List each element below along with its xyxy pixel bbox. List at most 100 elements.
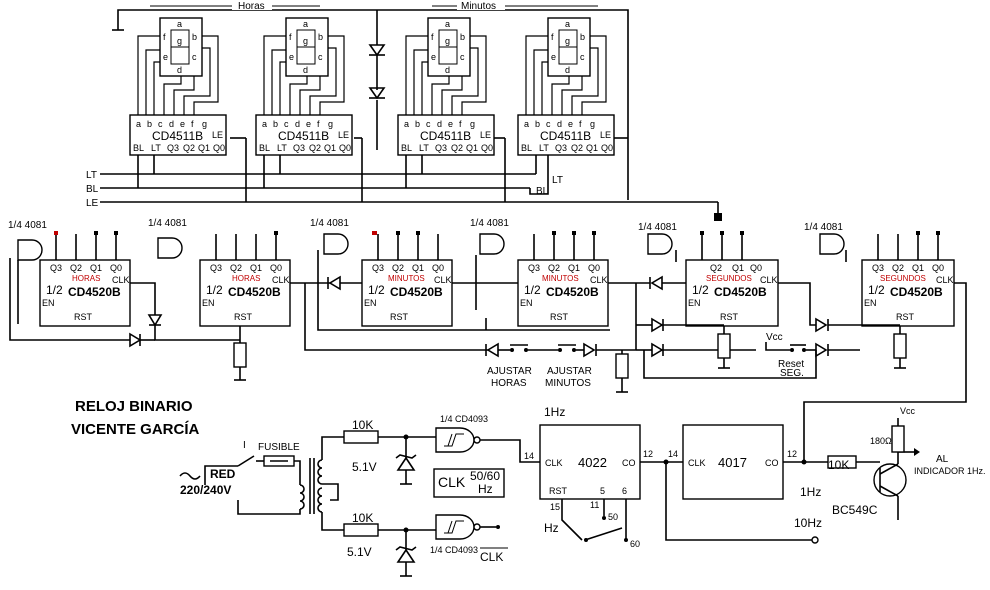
svg-text:d: d (557, 119, 562, 129)
svg-text:c: c (284, 119, 289, 129)
svg-text:EN: EN (864, 298, 877, 308)
cd4511-decoder: a b c d e f g CD4511B LE BL LT Q3 Q2 Q1 … (255, 114, 353, 156)
svg-text:1/2: 1/2 (868, 283, 885, 297)
svg-text:d: d (295, 119, 300, 129)
svg-text:e: e (568, 119, 573, 129)
svg-text:d: d (437, 119, 442, 129)
svg-text:12: 12 (787, 449, 797, 459)
svg-text:b: b (147, 119, 152, 129)
svg-text:Q0: Q0 (213, 143, 225, 153)
svg-text:a: a (445, 19, 450, 29)
svg-text:CLK: CLK (936, 275, 954, 285)
adjust-hours-button[interactable]: AJUSTAR HORAS (487, 366, 532, 389)
mains-voltage-label: 220/240V (180, 483, 231, 497)
counter-unit-1: 1/4 4081 Q3 Q2 Q1 Q0 HORAS CLK 1/2 CD452… (8, 220, 131, 327)
svg-text:b: b (318, 32, 323, 42)
and-gate-label: 1/4 4081 (310, 218, 349, 229)
svg-text:d: d (445, 65, 450, 75)
display-wiring (405, 35, 487, 118)
output-stage: 10K Vcc 180Ω AL INDICADOR 1Hz. 1Hz 10Hz … (794, 406, 986, 530)
svg-text:SEG.: SEG. (780, 368, 804, 379)
svg-text:f: f (459, 119, 462, 129)
svg-text:HORAS: HORAS (491, 378, 527, 389)
svg-text:1/2: 1/2 (46, 283, 63, 297)
svg-text:15: 15 (550, 502, 560, 512)
svg-text:Q3: Q3 (293, 143, 305, 153)
svg-text:CLK: CLK (590, 275, 608, 285)
svg-text:Q3: Q3 (210, 263, 222, 273)
svg-text:EN: EN (520, 298, 533, 308)
bus-diode-2 (368, 87, 386, 100)
bus-bl-label: BL (86, 184, 99, 195)
svg-text:RST: RST (74, 312, 93, 322)
resistor-1-label: 10K (352, 418, 373, 432)
display-unit-3: a b c d e f g a b c d e f g CD4511B (397, 17, 495, 156)
svg-text:b: b (460, 32, 465, 42)
svg-text:LE: LE (600, 130, 611, 140)
svg-text:AJUSTAR: AJUSTAR (547, 366, 592, 377)
svg-text:LT: LT (539, 143, 549, 153)
svg-text:CD4511B: CD4511B (540, 129, 591, 143)
svg-text:Q3: Q3 (50, 263, 62, 273)
svg-text:g: g (303, 36, 308, 46)
top-bus (112, 9, 629, 200)
title-line-2: VICENTE GARCÍA (71, 421, 200, 438)
and-gate-label: 1/4 4081 (638, 222, 677, 233)
svg-text:CLK: CLK (272, 275, 290, 285)
seven-segment-display: a b c d e f g (427, 17, 471, 77)
svg-text:4017: 4017 (718, 455, 747, 470)
svg-text:CD4511B: CD4511B (420, 129, 471, 143)
svg-text:12: 12 (643, 449, 653, 459)
display-wiring (263, 35, 345, 118)
display-unit-2: a b c d e f g a b c d e f g CD4511B (255, 17, 353, 156)
svg-text:CD4520B: CD4520B (890, 285, 943, 299)
mains-label: RED (210, 467, 236, 481)
svg-text:CLK: CLK (760, 275, 778, 285)
svg-text:CD4511B: CD4511B (152, 129, 203, 143)
bus-lt-label-2: LT (552, 175, 563, 186)
svg-text:Q2: Q2 (892, 263, 904, 273)
schmitt-nand-1: 1/4 CD4093 (435, 414, 540, 463)
svg-text:Q2: Q2 (230, 263, 242, 273)
svg-text:g: g (470, 119, 475, 129)
display-wiring (525, 35, 607, 118)
reset-seconds-button[interactable]: Reset SEG. (778, 359, 804, 379)
hours-group-label: Horas (238, 1, 265, 12)
svg-text:Q3: Q3 (372, 263, 384, 273)
svg-text:a: a (565, 19, 570, 29)
svg-text:CLK: CLK (438, 474, 466, 490)
display-wiring (137, 35, 219, 118)
svg-text:f: f (551, 32, 554, 42)
fuse-label: FUSIBLE (258, 442, 300, 453)
display-unit-1: a b c d e f g a b c d e f g CD4511B (129, 17, 227, 156)
svg-text:e: e (289, 52, 294, 62)
one-hz-label: 1Hz (544, 405, 565, 419)
clk-bar-label: CLK (480, 550, 503, 564)
cd4511-decoder: a b c d e f g CD4511B LE BL LT Q3 Q2 Q1 … (129, 114, 227, 156)
adjust-minutes-button[interactable]: AJUSTAR MINUTOS (545, 366, 592, 389)
resistor-2-label: 10K (352, 511, 373, 525)
svg-text:Q0: Q0 (270, 263, 282, 273)
zener-2-label: 5.1V (347, 545, 372, 559)
counter-unit-6: 1/4 4081 Q3 Q2 Q1 Q0 SEGUNDOS CLK 1/2 CD… (804, 222, 955, 327)
svg-text:Q2: Q2 (571, 143, 583, 153)
counter-red-label: MINUTOS (542, 274, 579, 283)
svg-text:Q2: Q2 (392, 263, 404, 273)
svg-text:CD4520B: CD4520B (68, 285, 121, 299)
svg-text:e: e (551, 52, 556, 62)
svg-text:CD4511B: CD4511B (278, 129, 329, 143)
svg-text:50/60: 50/60 (470, 469, 500, 483)
svg-text:Q3: Q3 (872, 263, 884, 273)
svg-text:Q2: Q2 (309, 143, 321, 153)
svg-text:e: e (431, 52, 436, 62)
svg-text:f: f (191, 119, 194, 129)
and-gate (647, 233, 673, 255)
zener-1-label: 5.1V (352, 460, 377, 474)
svg-text:LT: LT (151, 143, 161, 153)
transistor-label: BC549C (832, 503, 878, 517)
svg-text:Q0: Q0 (481, 143, 493, 153)
svg-text:Q0: Q0 (110, 263, 122, 273)
svg-text:Q1: Q1 (466, 143, 478, 153)
and-gate (157, 237, 183, 259)
svg-text:c: c (318, 52, 323, 62)
